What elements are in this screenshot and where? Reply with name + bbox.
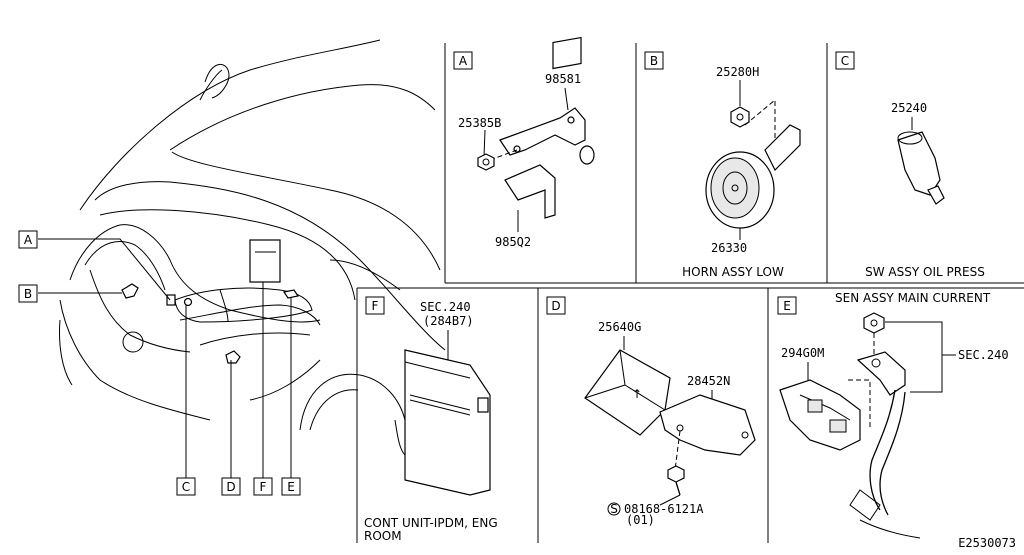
callout-c: C	[176, 477, 196, 496]
panel-d: D 25640G 28452N ↑ S 08168-6121A (01)	[546, 296, 756, 527]
svg-text:C: C	[182, 480, 190, 494]
arrow-mark-icon: ↑	[632, 387, 642, 401]
callout-e: E	[281, 477, 301, 496]
part-25385b-label: 25385B	[458, 116, 501, 130]
caption-room: ROOM	[364, 529, 402, 543]
part-294g0m-label: 294G0M	[781, 346, 824, 360]
bracket-985q2-icon	[504, 164, 556, 219]
sec-240-ref: SEC.240	[420, 300, 471, 314]
bracket-28452n-icon	[659, 394, 756, 456]
part-28452n-label: 28452N	[687, 374, 730, 388]
svg-text:D: D	[226, 480, 235, 494]
callout-d: D	[221, 477, 241, 496]
bolt-08168-icon	[667, 465, 685, 483]
panel-c: C 25240 SW ASSY OIL PRESS	[835, 51, 985, 279]
callout-f: F	[253, 477, 273, 496]
svg-text:S: S	[610, 502, 618, 516]
caption-horn-assy-low: HORN ASSY LOW	[682, 265, 784, 279]
oil-switch-marker-icon	[183, 297, 193, 307]
svg-text:B: B	[24, 287, 32, 301]
svg-text:E: E	[287, 480, 295, 494]
svg-text:B: B	[650, 54, 658, 68]
diagram-id: E2530073	[958, 536, 1016, 550]
sensor-25640g-icon	[584, 349, 671, 436]
nut-25385b-icon	[477, 153, 495, 171]
sensor-98581-icon	[499, 107, 586, 156]
svg-text:A: A	[24, 233, 33, 247]
bolt-qty-label: (01)	[626, 513, 655, 527]
caption-cont-unit-ipdm: CONT UNIT-IPDM, ENG	[364, 516, 498, 530]
part-26330-label: 26330	[711, 241, 747, 255]
ipdm-unit-icon	[404, 349, 491, 496]
part-08168-label: 08168-6121A	[624, 502, 704, 516]
caption-sw-assy-oil-press: SW ASSY OIL PRESS	[865, 265, 985, 279]
bracket-marker-icon	[166, 294, 176, 306]
horn-bracket-icon	[764, 124, 801, 172]
panel-e: E SEN ASSY MAIN CURRENT 294G0M SEC.240	[777, 291, 1009, 539]
panel-b: B 25280H 26330 HORN ASSY LOW	[644, 51, 801, 279]
svg-text:C: C	[841, 54, 849, 68]
part-284b7-label: (284B7)	[423, 314, 474, 328]
sensor-marker-icon	[225, 350, 241, 364]
callout-b: B	[18, 284, 38, 303]
horn-marker-icon	[121, 283, 139, 299]
panel-a: A 98581 25385B 985Q2	[453, 36, 595, 249]
sensor-294g0m-icon	[779, 379, 861, 451]
svg-text:A: A	[459, 54, 468, 68]
panel-f: F SEC.240 (284B7) CONT UNIT-IPDM, ENG RO…	[364, 296, 498, 543]
car-front-illustration	[59, 39, 446, 456]
s-symbol-icon	[607, 502, 621, 516]
panel-frames	[356, 43, 1024, 543]
caption-sen-assy-main-current: SEN ASSY MAIN CURRENT	[835, 291, 991, 305]
nut-icon	[863, 312, 885, 334]
part-985q2-label: 985Q2	[495, 235, 531, 249]
part-98581-label: 98581	[545, 72, 581, 86]
current-sensor-marker-icon	[283, 289, 299, 299]
svg-text:E: E	[783, 299, 791, 313]
leader-lines	[38, 238, 292, 478]
terminal-icon	[856, 351, 906, 396]
part-25640g-label: 25640G	[598, 320, 641, 334]
svg-text:F: F	[372, 299, 379, 313]
sec-240-ref-e: SEC.240	[958, 348, 1009, 362]
ipdm-marker-icon	[249, 239, 281, 283]
callout-a: A	[18, 230, 38, 249]
part-25280h-label: 25280H	[716, 65, 759, 79]
svg-text:F: F	[260, 480, 267, 494]
svg-text:D: D	[551, 299, 560, 313]
part-25240-label: 25240	[891, 101, 927, 115]
